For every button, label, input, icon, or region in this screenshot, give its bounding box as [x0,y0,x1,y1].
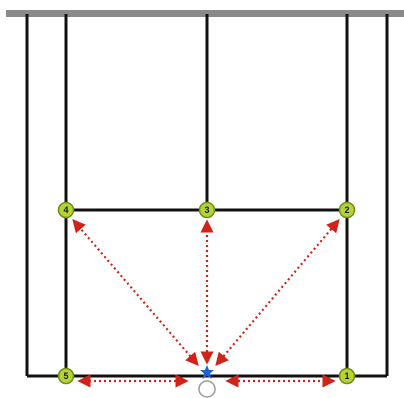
marker-5-label: 5 [63,371,68,381]
star-icon [200,365,214,379]
court-lines [25,14,389,378]
base-circle [198,380,216,398]
marker-4: 4 [57,201,75,219]
top-band [6,10,404,17]
marker-5: 5 [57,367,75,385]
arrow-to-marker-2 [215,218,340,367]
marker-4-label: 4 [63,205,68,215]
marker-3-label: 3 [204,205,209,215]
marker-5-dot [57,367,75,385]
marker-1: 1 [338,367,356,385]
marker-3-dot [198,201,216,219]
marker-4-dot [57,201,75,219]
marker-3: 3 [198,201,216,219]
marker-2-dot [338,201,356,219]
marker-1-dot [338,367,356,385]
marker-2: 2 [338,201,356,219]
movement-arrows [72,218,340,388]
marker-1-label: 1 [344,371,349,381]
arrow-to-marker-4 [72,218,199,367]
marker-2-label: 2 [344,205,349,215]
